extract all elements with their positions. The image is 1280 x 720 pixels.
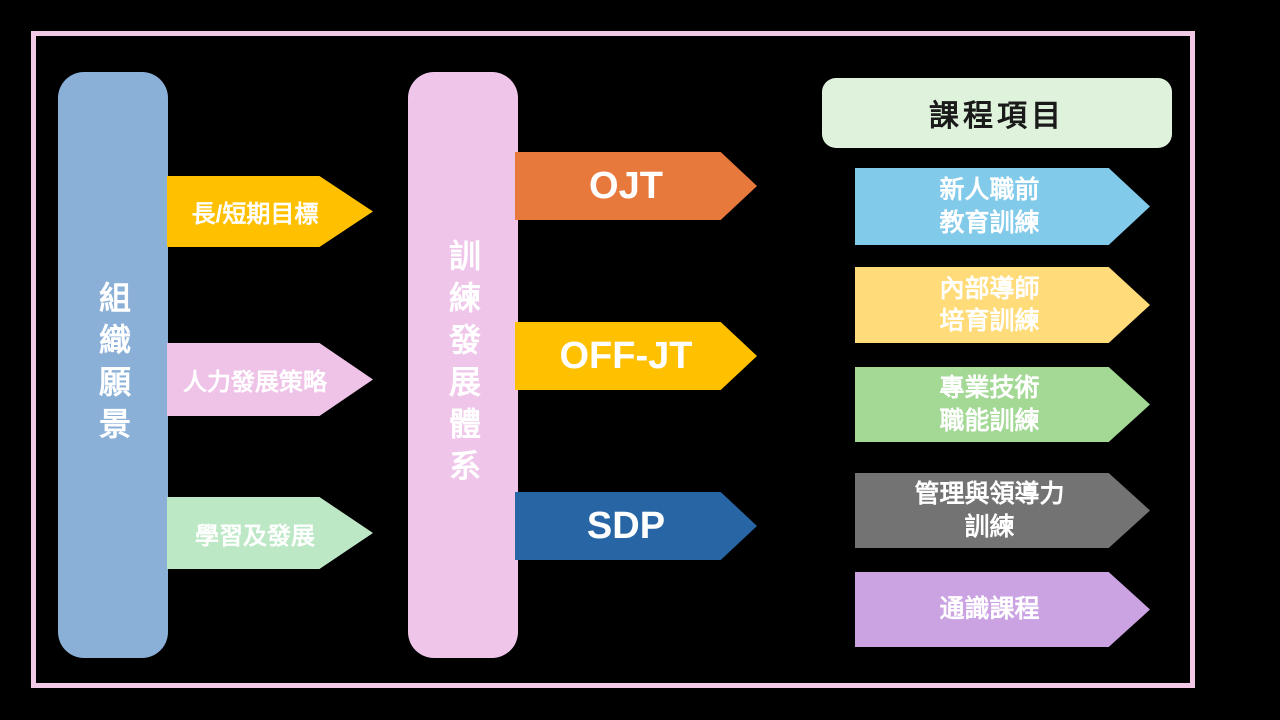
- arrow-internal-mentor-training: 內部導師 培育訓練: [855, 267, 1150, 343]
- training-development-system-label: 訓練發展體系: [445, 239, 481, 491]
- arrow-professional-skill-training: 專業技術 職能訓練: [855, 367, 1150, 442]
- arrow-general-knowledge-courses: 通識課程: [855, 572, 1150, 647]
- arrow-label-line1: 管理與領導力: [914, 480, 1065, 508]
- arrow-label: 學習及發展: [195, 522, 315, 550]
- arrow-newcomer-pre-job-training: 新人職前 教育訓練: [855, 168, 1150, 245]
- organization-vision-bar: 組織願景: [58, 72, 168, 658]
- arrow-label: OFF-JT: [559, 334, 693, 377]
- training-development-system-bar: 訓練發展體系: [408, 72, 518, 658]
- arrow-label-line1: 新人職前: [939, 176, 1040, 204]
- arrow-label: 長/短期目標: [191, 201, 319, 228]
- arrow-ojt: OJT: [515, 152, 757, 220]
- arrow-sdp: SDP: [515, 492, 757, 560]
- course-items-label: 課程項目: [929, 100, 1065, 133]
- arrow-label-line2: 培育訓練: [939, 307, 1040, 335]
- arrow-label: SDP: [586, 504, 666, 547]
- course-items-header: 課程項目: [822, 78, 1172, 148]
- outer-frame: [31, 31, 1195, 688]
- arrow-label-line2: 訓練: [964, 512, 1015, 541]
- arrow-label-line2: 職能訓練: [939, 406, 1040, 435]
- arrow-label-line1: 專業技術: [939, 374, 1040, 402]
- arrow-label: OJT: [589, 164, 663, 207]
- organization-vision-label: 組織願景: [95, 281, 131, 449]
- arrow-label-line2: 教育訓練: [939, 208, 1040, 237]
- arrow-label: 人力發展策略: [183, 369, 327, 396]
- arrow-management-leadership-training: 管理與領導力 訓練: [855, 473, 1150, 548]
- arrow-label-line1: 內部導師: [939, 274, 1040, 303]
- arrow-label-line1: 通識課程: [939, 595, 1040, 624]
- arrow-off-jt: OFF-JT: [515, 322, 757, 390]
